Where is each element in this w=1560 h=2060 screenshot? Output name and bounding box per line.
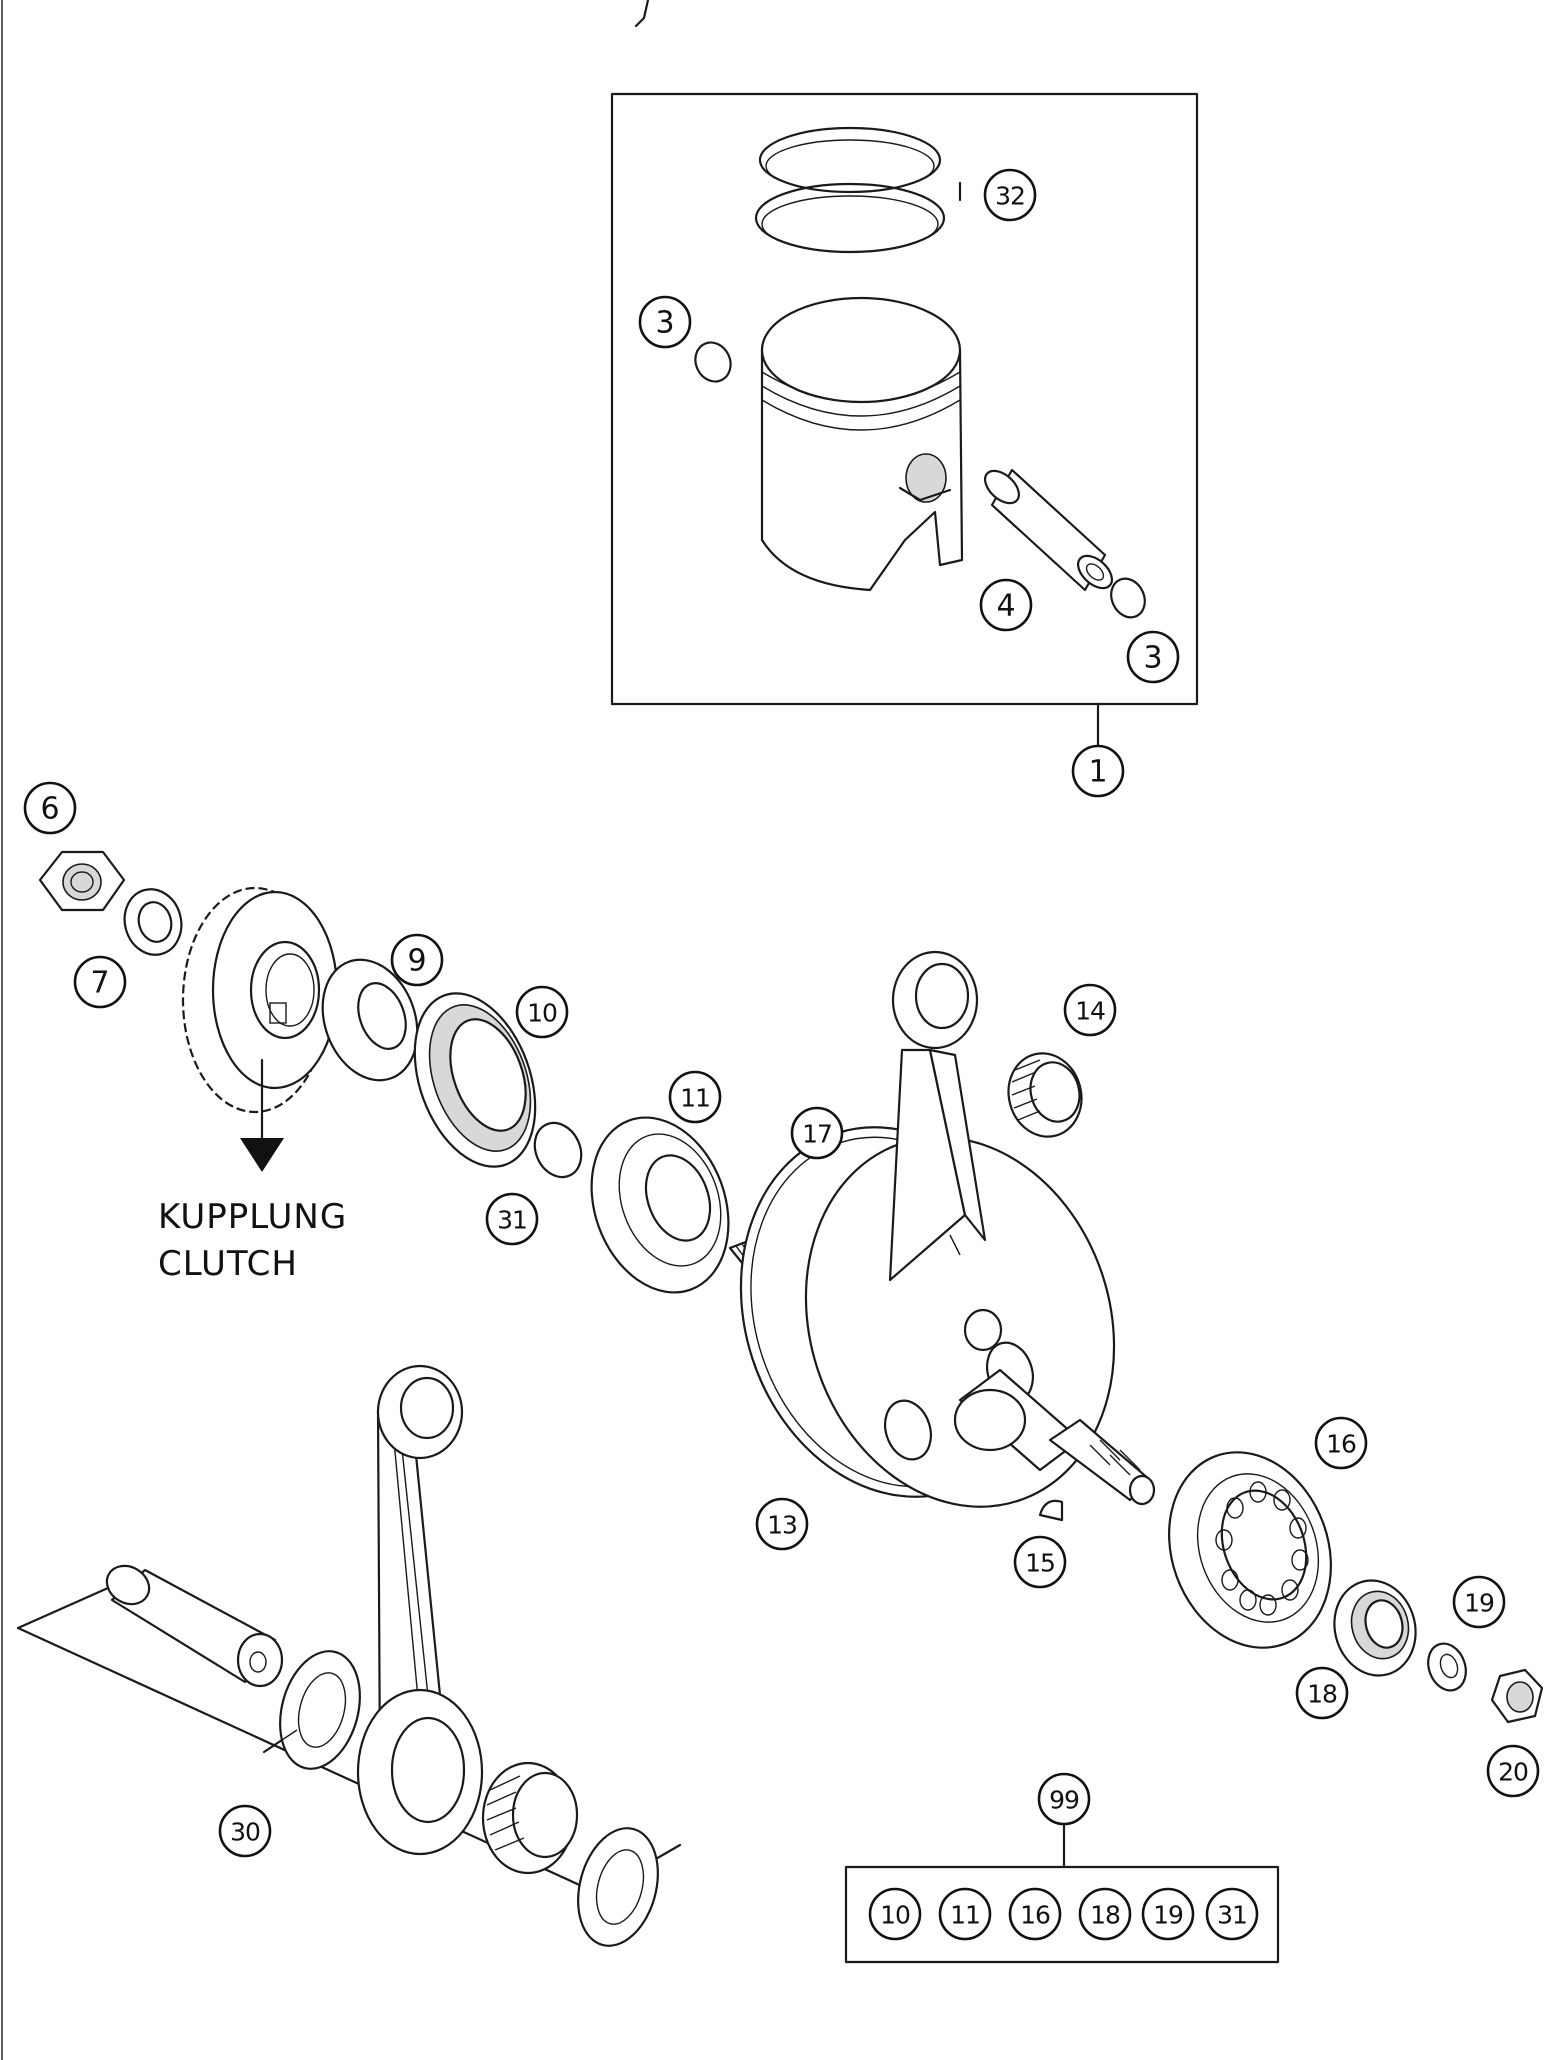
callout-6: 6 bbox=[23, 781, 77, 835]
svg-text:14: 14 bbox=[1075, 997, 1105, 1026]
svg-text:32: 32 bbox=[995, 182, 1025, 211]
svg-text:10: 10 bbox=[527, 999, 557, 1028]
primary-gear bbox=[181, 886, 339, 1114]
svg-text:20: 20 bbox=[1498, 1758, 1528, 1787]
callout-3: 3 bbox=[638, 295, 692, 349]
svg-text:17: 17 bbox=[802, 1120, 832, 1149]
callout-31: 31 bbox=[485, 1192, 539, 1246]
shaft-seal-right bbox=[1333, 1579, 1417, 1677]
svg-text:19: 19 bbox=[1464, 1589, 1494, 1618]
lock-washer-right bbox=[1427, 1642, 1467, 1692]
callout-18: 18 bbox=[1295, 1666, 1349, 1720]
svg-text:1: 1 bbox=[1088, 755, 1107, 790]
callout-7: 7 bbox=[73, 955, 127, 1009]
svg-text:16: 16 bbox=[1020, 1901, 1050, 1930]
kit-99-item: 19 bbox=[1141, 1887, 1195, 1941]
callout-19: 19 bbox=[1452, 1575, 1506, 1629]
label-clutch: CLUTCH bbox=[158, 1244, 298, 1284]
callout-13: 13 bbox=[755, 1497, 809, 1551]
callout-16: 16 bbox=[1314, 1416, 1368, 1470]
piston-pin bbox=[984, 468, 1113, 592]
needle-bearing-top bbox=[1007, 1052, 1083, 1138]
svg-text:13: 13 bbox=[767, 1511, 797, 1540]
svg-text:30: 30 bbox=[230, 1818, 260, 1847]
callout-14: 14 bbox=[1063, 983, 1117, 1037]
flange-nut bbox=[1490, 1668, 1544, 1724]
piston bbox=[760, 296, 964, 592]
hex-nut bbox=[38, 850, 126, 912]
svg-text:6: 6 bbox=[40, 792, 59, 827]
svg-text:3: 3 bbox=[1143, 641, 1162, 676]
lock-washer bbox=[123, 888, 183, 956]
svg-text:10: 10 bbox=[880, 1901, 910, 1930]
kit-99-item: 10 bbox=[868, 1887, 922, 1941]
svg-text:18: 18 bbox=[1307, 1680, 1337, 1709]
callout-15: 15 bbox=[1013, 1535, 1067, 1589]
svg-text:11: 11 bbox=[950, 1901, 980, 1930]
svg-text:16: 16 bbox=[1326, 1430, 1356, 1459]
callout-4: 4 bbox=[979, 578, 1033, 632]
title-fragment bbox=[634, 0, 650, 28]
svg-text:18: 18 bbox=[1090, 1901, 1120, 1930]
callout-11: 11 bbox=[668, 1070, 722, 1124]
piston-kit-box bbox=[610, 92, 1199, 706]
kit-99-item: 31 bbox=[1205, 1887, 1259, 1941]
callout-99: 99 bbox=[1037, 1772, 1091, 1826]
svg-text:19: 19 bbox=[1153, 1901, 1183, 1930]
callout-9: 9 bbox=[390, 933, 444, 987]
shaft-seal bbox=[413, 992, 537, 1168]
svg-text:4: 4 bbox=[996, 589, 1015, 624]
svg-text:31: 31 bbox=[497, 1206, 527, 1235]
svg-text:7: 7 bbox=[90, 966, 109, 1001]
callout-10: 10 bbox=[515, 985, 569, 1039]
kit-99-item: 16 bbox=[1008, 1887, 1062, 1941]
svg-text:15: 15 bbox=[1025, 1549, 1055, 1578]
crankshaft bbox=[728, 950, 1156, 1508]
svg-text:99: 99 bbox=[1049, 1786, 1079, 1815]
kit-99-item: 11 bbox=[938, 1887, 992, 1941]
main-bearing-right bbox=[1168, 1451, 1332, 1649]
callout-20: 20 bbox=[1486, 1744, 1540, 1798]
callout-3-right: 3 bbox=[1126, 630, 1180, 684]
o-ring bbox=[533, 1121, 583, 1179]
svg-text:11: 11 bbox=[680, 1084, 710, 1113]
main-bearing-left bbox=[590, 1116, 730, 1294]
kit-99-item: 18 bbox=[1078, 1887, 1132, 1941]
callout-17: 17 bbox=[790, 1106, 844, 1160]
circlip-right bbox=[1110, 577, 1146, 619]
svg-text:3: 3 bbox=[655, 306, 674, 341]
kit-99-box bbox=[844, 1865, 1280, 1964]
callout-32: 32 bbox=[983, 168, 1037, 222]
piston-rings bbox=[754, 126, 962, 254]
svg-text:9: 9 bbox=[407, 944, 426, 979]
svg-text:31: 31 bbox=[1217, 1901, 1247, 1930]
leader-lines bbox=[263, 1234, 961, 1753]
circlip-left bbox=[694, 341, 732, 383]
callout-30: 30 bbox=[218, 1804, 272, 1858]
conrod-kit bbox=[16, 1364, 682, 1947]
spacer-ring bbox=[321, 958, 419, 1082]
callout-1: 1 bbox=[1071, 744, 1125, 798]
woodruff-key-right bbox=[1038, 1499, 1064, 1522]
label-kupplung: KUPPLUNG bbox=[158, 1197, 347, 1237]
clutch-arrow bbox=[240, 1058, 284, 1172]
